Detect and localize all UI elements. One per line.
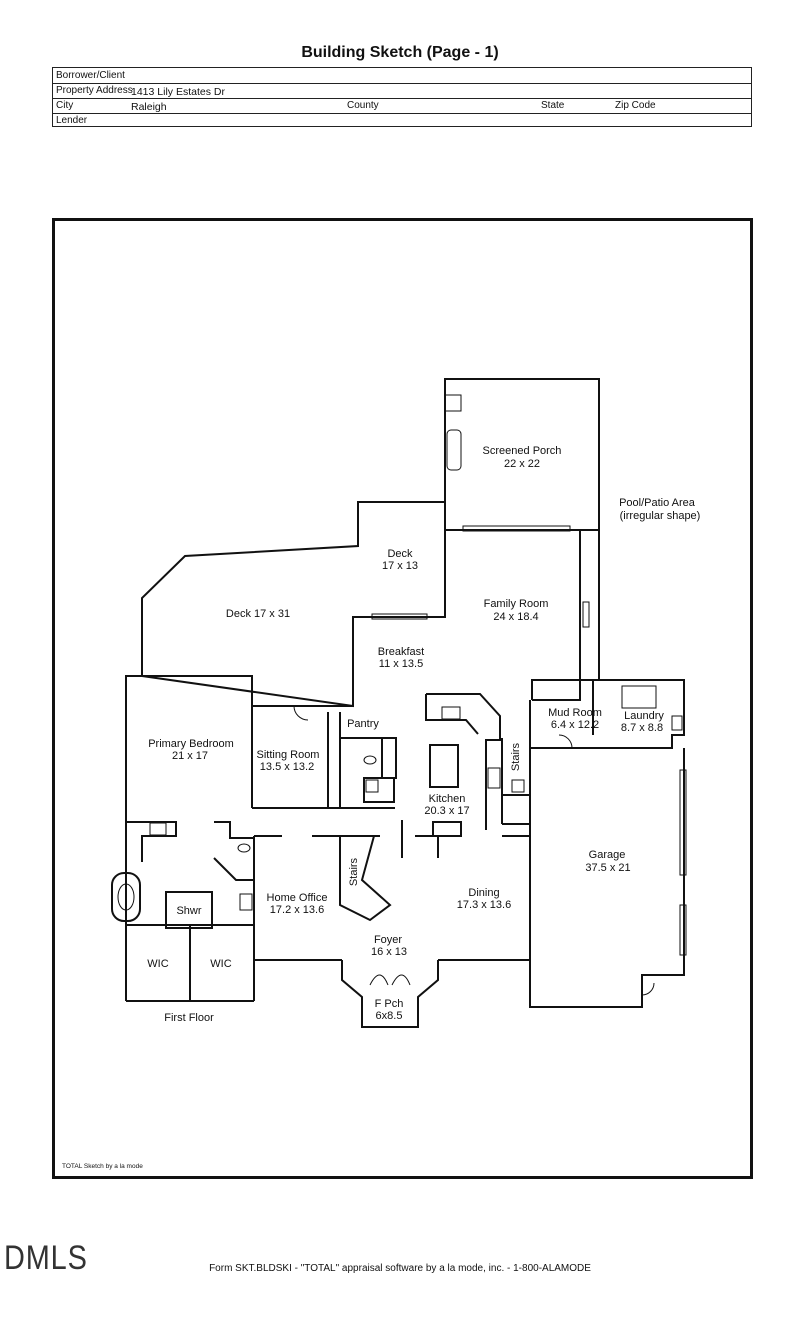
front-porch-dims: 6x8.5 [376,1010,403,1022]
front-stairs-name: Stairs [348,857,360,886]
garage-name: Garage [589,849,626,861]
room-labels: Screened Porch 22 x 22 Pool/Patio Area (… [147,445,700,1024]
laundry-wall [530,679,685,749]
family-room-wall [445,529,581,701]
lender-row: Lender [53,113,751,128]
family-room-dims: 24 x 18.4 [493,611,538,623]
family-room-name: Family Room [484,598,549,610]
sitting-room-dims: 13.5 x 13.2 [260,761,314,773]
sitting-room-name: Sitting Room [257,749,320,761]
pantry-name: Pantry [347,718,379,730]
kitchen-dims: 20.3 x 17 [424,805,469,817]
laundry-name: Laundry [624,710,664,722]
address-value: 1413 Lily Estates Dr [131,86,225,98]
borrower-row: Borrower/Client [53,68,751,84]
screened-porch-dims: 22 x 22 [504,458,540,470]
front-porch-wall [341,960,439,1028]
front-porch-name: F Pch [375,998,404,1010]
garage-wall [529,748,685,1008]
screened-porch-name: Screened Porch [483,445,562,457]
shower-name: Shwr [176,905,201,917]
rear-stairs-name: Stairs [510,742,522,771]
front-stairs-wall [339,835,392,922]
breakfast-dims: 11 x 13.5 [379,658,423,670]
dining-dims: 17.3 x 13.6 [457,899,511,911]
pool-patio-note: (irregular shape) [620,510,701,522]
city-row: City Raleigh County State Zip Code [53,98,751,114]
address-row: Property Address 1413 Lily Estates Dr [53,83,751,99]
primary-bedroom-dims: 21 x 17 [172,750,208,762]
garage-dims: 37.5 x 21 [585,862,630,874]
floor-label: First Floor [164,1012,214,1024]
page-title: Building Sketch (Page - 1) [301,44,499,61]
wic-1-name: WIC [147,958,168,970]
mud-room-dims: 6.4 x 12.2 [551,719,599,731]
home-office-dims: 17.2 x 13.6 [270,904,324,916]
state-label: State [541,100,565,111]
home-office-name: Home Office [267,892,328,904]
sketch-frame [52,218,753,1179]
breakfast-name: Breakfast [378,646,424,658]
deck-small-name: Deck [387,548,413,560]
property-header-table: Borrower/Client Property Address 1413 Li… [52,67,752,127]
borrower-label: Borrower/Client [56,70,125,81]
foyer-name: Foyer [374,934,402,946]
zip-label: Zip Code [615,100,656,111]
laundry-dims: 8.7 x 8.8 [621,722,663,734]
deck-small-dims: 17 x 13 [382,560,418,572]
kitchen-island [429,744,459,788]
county-label: County [347,100,379,111]
kitchen-name: Kitchen [429,793,466,805]
dmls-logo: DMLS [4,1239,88,1277]
form-footer: Form SKT.BLDSKI - "TOTAL" appraisal soft… [209,1263,591,1274]
city-value: Raleigh [131,101,167,113]
dining-name: Dining [468,887,499,899]
sketch-credit: TOTAL Sketch by a la mode [62,1163,143,1170]
bedroom-wall [125,675,353,1001]
kitchen-counter [426,693,501,830]
pool-patio-name: Pool/Patio Area [619,497,696,509]
plan-details [117,394,687,996]
primary-bedroom-name: Primary Bedroom [148,738,234,750]
mud-room-name: Mud Room [548,707,602,719]
deck-large-name: Deck 17 x 31 [226,608,290,620]
foyer-dims: 16 x 13 [371,946,407,958]
lender-label: Lender [56,115,88,126]
plan-walls [111,378,685,1028]
address-label: Property Address [56,85,133,96]
deck-wall [141,501,446,708]
city-label: City [56,100,74,111]
wic-2-name: WIC [210,958,231,970]
